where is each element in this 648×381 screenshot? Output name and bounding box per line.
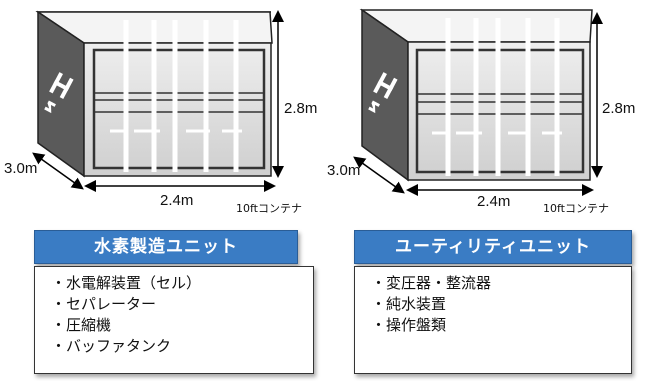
left-unit-list-box: 水電解装置（セル） セパレーター 圧縮機 バッファタンク (34, 266, 314, 374)
left-unit-item: 圧縮機 (51, 315, 313, 336)
left-unit-item: セパレーター (51, 294, 313, 315)
right-unit-title: ユーティリティユニット (354, 230, 632, 264)
left-depth-label: 3.0m (4, 160, 38, 177)
left-height-label: 2.8m (284, 100, 318, 117)
left-depth-arrow (32, 152, 84, 190)
left-unit-list: 水電解装置（セル） セパレーター 圧縮機 バッファタンク (35, 273, 313, 357)
left-container (35, 10, 273, 178)
left-unit-title: 水素製造ユニット (34, 230, 298, 264)
left-width-label: 2.4m (160, 192, 194, 209)
right-height-label: 2.8m (602, 100, 636, 117)
right-unit-list: 変圧器・整流器 純水装置 操作盤類 (355, 273, 631, 336)
right-unit-item: 変圧器・整流器 (371, 273, 631, 294)
right-unit-item: 操作盤類 (371, 315, 631, 336)
right-width-label: 2.4m (477, 193, 511, 210)
left-container-label: 10ftコンテナ (236, 202, 302, 215)
right-container-label: 10ftコンテナ (543, 202, 609, 215)
right-unit-list-box: 変圧器・整流器 純水装置 操作盤類 (354, 266, 632, 374)
right-unit-item: 純水装置 (371, 294, 631, 315)
left-unit-item: 水電解装置（セル） (51, 273, 313, 294)
right-depth-label: 3.0m (327, 162, 361, 179)
right-h2-logo (368, 72, 398, 114)
right-depth-arrow (353, 156, 405, 194)
left-h2-logo (44, 72, 74, 114)
right-container (359, 8, 593, 182)
left-unit-item: バッファタンク (51, 336, 313, 357)
